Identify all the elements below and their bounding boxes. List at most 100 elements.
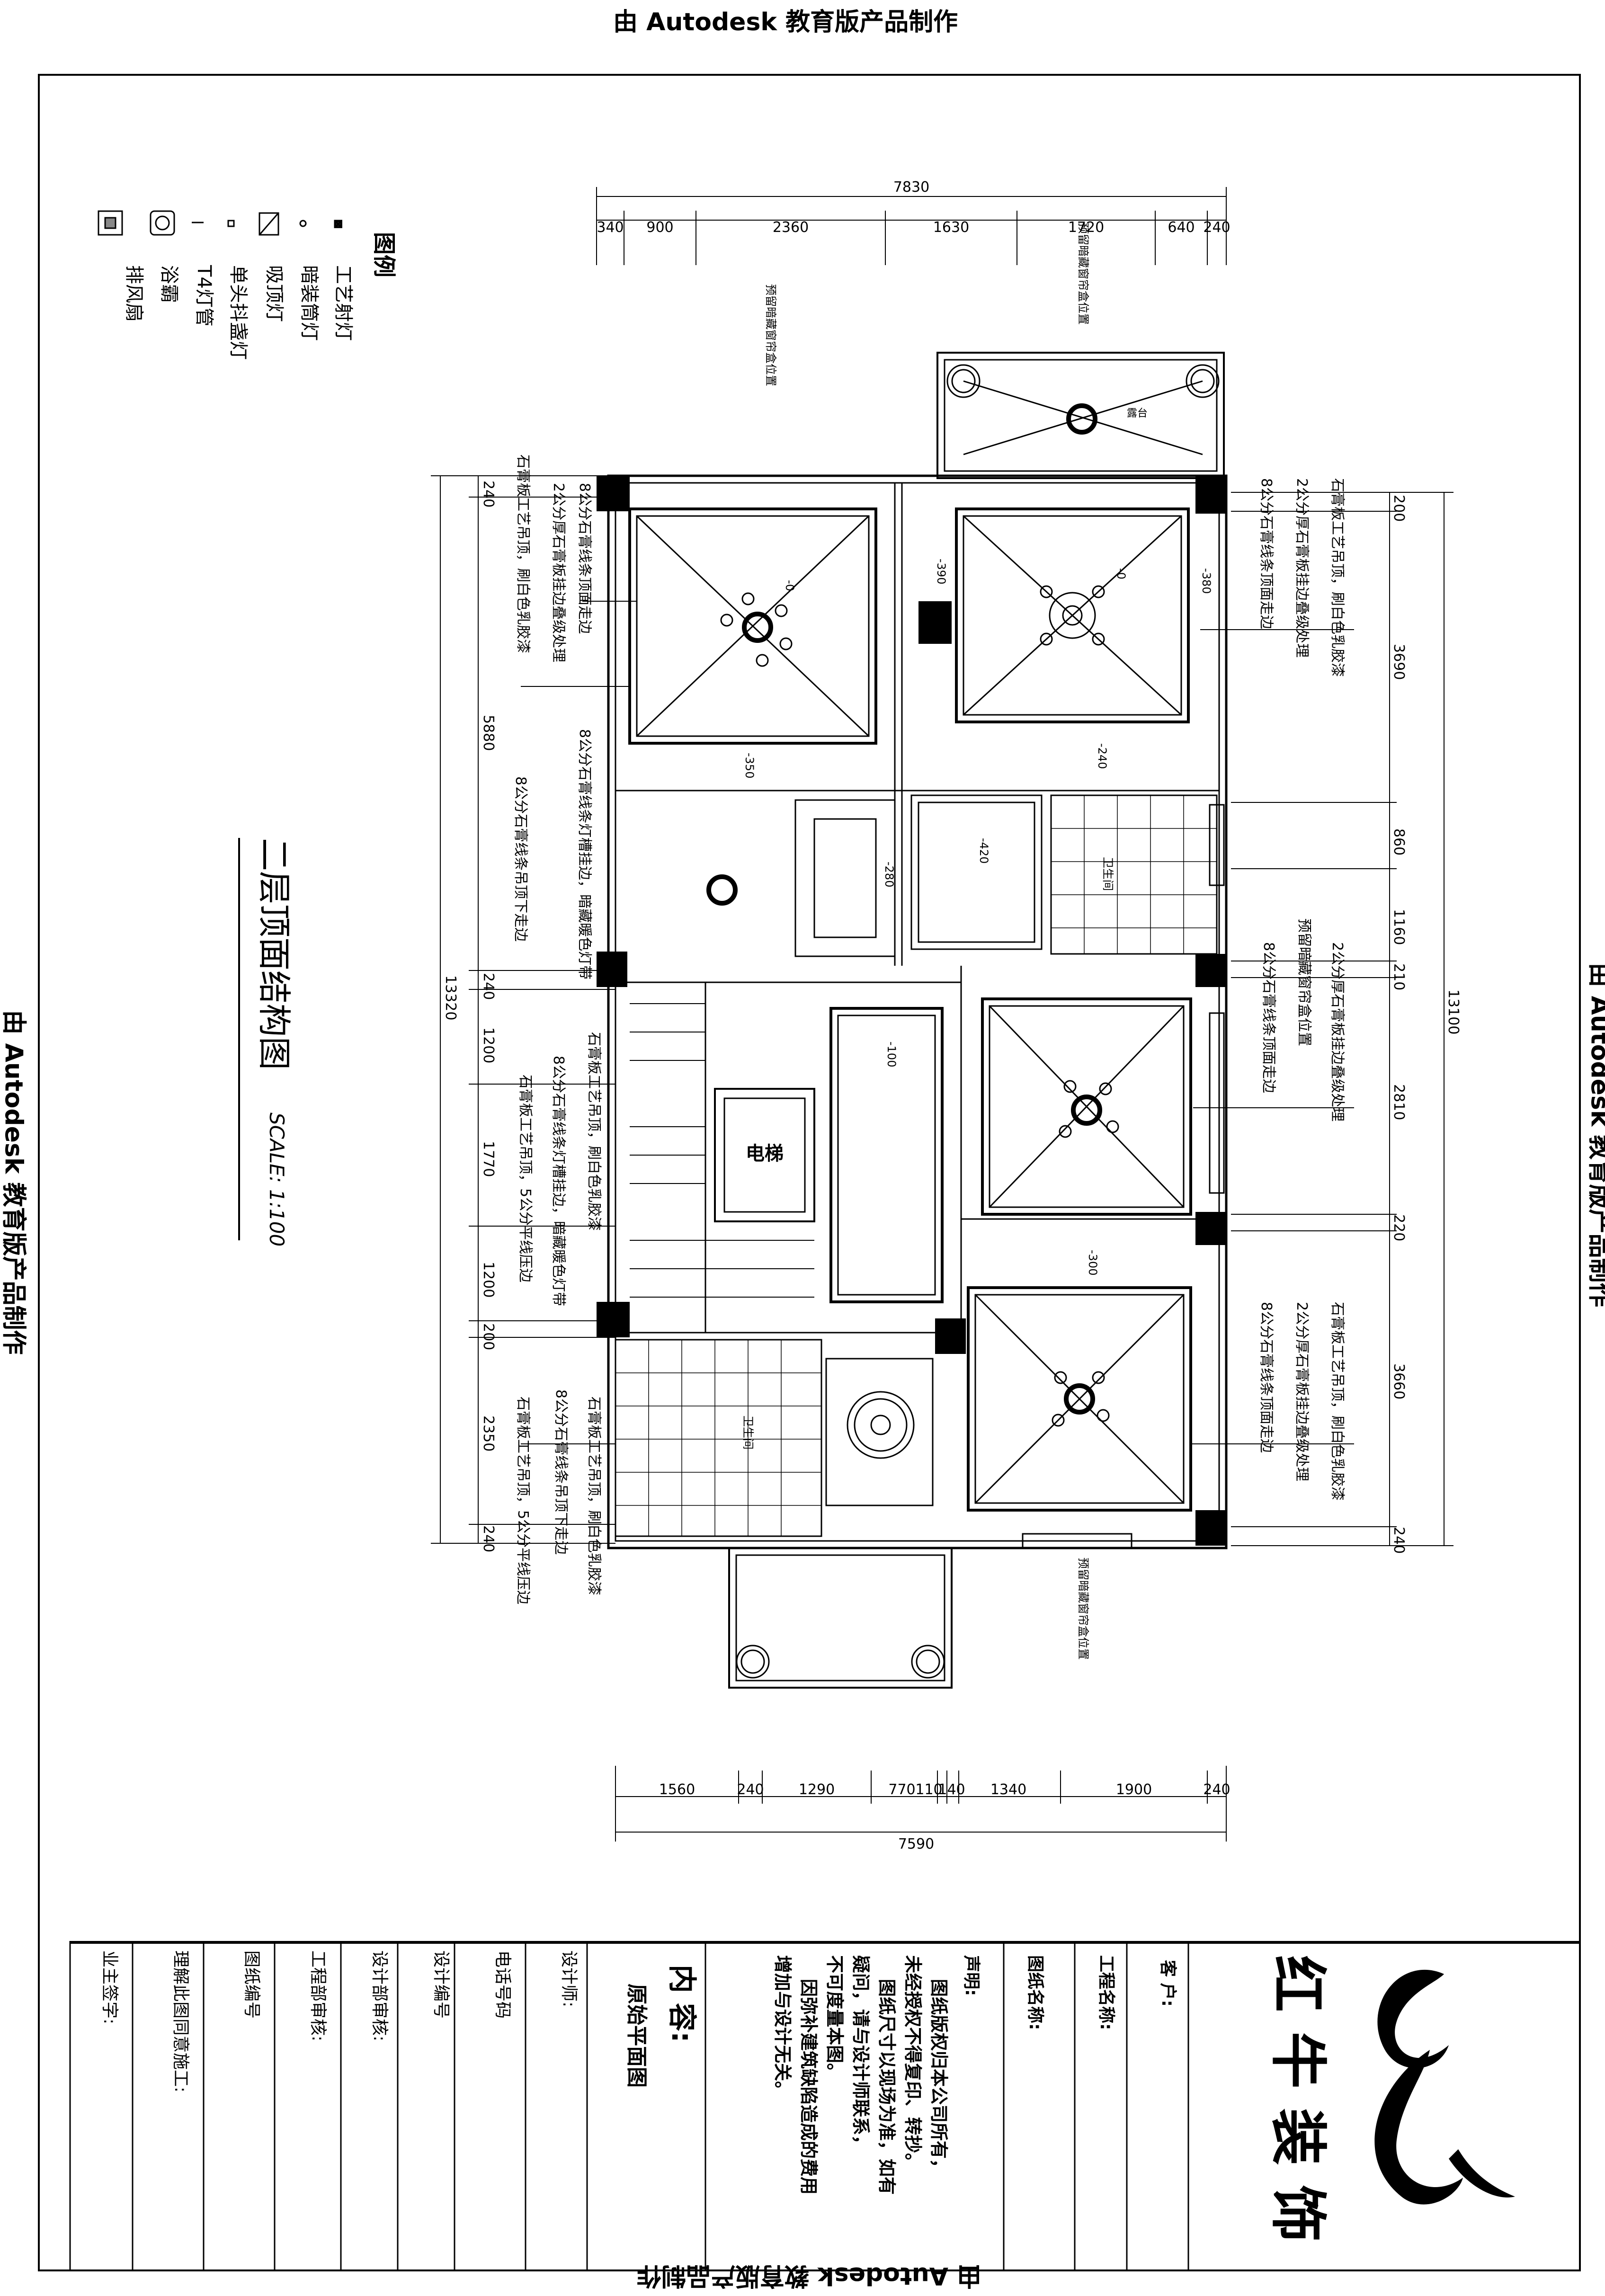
title-block-text: 红 牛 装 饰 客 户: 工程名称: 图纸名称: 声明: 图纸版权归本公司所有，… xyxy=(100,1950,1330,2242)
dim-top-6: 240 xyxy=(1203,219,1230,236)
drawing-no-label: 图纸编号 xyxy=(242,1950,261,2019)
drawing-name-label: 图纸名称: xyxy=(1025,1955,1045,2030)
note-right-3: 预留暗藏窗帘盒位置 xyxy=(1296,918,1312,1046)
dim-right-3: 1160 xyxy=(1391,909,1407,945)
note-right-1: 2公分厚石膏板挂边叠级处理 xyxy=(1293,478,1310,658)
declaration-1: 未经授权不得复印、转抄。 xyxy=(902,1955,923,2171)
project-label: 工程名称: xyxy=(1097,1955,1116,2030)
notes-left: 8公分石膏线条顶面走边 2公分厚石膏板挂边叠级处理 石膏板工艺吊顶，刷白色乳胶漆… xyxy=(512,454,602,1604)
note-left-2: 石膏板工艺吊顶，刷白色乳胶漆 xyxy=(515,454,531,653)
curtain-top-right: 预留暗藏窗帘盒位置 xyxy=(1077,222,1090,325)
note-left-5: 石膏板工艺吊顶，刷白色乳胶漆 xyxy=(586,1032,602,1231)
declaration-4: 不可度量本图。 xyxy=(824,1955,845,2081)
legend: 图例 工艺射灯 暗装筒灯 吸顶灯 单头抖盏灯 T4灯管 浴霸 排风扇 ⊠ xyxy=(98,210,397,360)
bath-heater-icon xyxy=(150,210,175,236)
dimension-top xyxy=(596,187,1227,265)
dim-left-2: 240 xyxy=(480,973,497,1000)
dim-bottom-2: 1290 xyxy=(799,1781,835,1798)
legend-item-ceiling-lamp: 吸顶灯 xyxy=(263,265,285,322)
dim-top-1: 900 xyxy=(646,219,673,236)
outer-frame xyxy=(38,74,1581,2271)
plan-annotations: 卫生间 卫生间 预留暗藏窗帘盒位置 预留暗藏窗帘盒位置 预留暗藏窗帘盒位置 -0… xyxy=(741,222,1213,1660)
client-label: 客 户: xyxy=(1158,1960,1177,2007)
dim-top-4: 1720 xyxy=(1068,219,1104,236)
level-label-2: -350 xyxy=(743,753,756,778)
dim-top-3: 1630 xyxy=(933,219,969,236)
eng-review-label: 工程部审核: xyxy=(308,1950,328,2041)
dim-left-8: 240 xyxy=(480,1525,497,1552)
plan-scale: SCALE: 1:100 xyxy=(265,1112,288,1246)
exhaust-fan-icon xyxy=(98,210,123,236)
dim-right-1: 3690 xyxy=(1391,644,1407,680)
dim-left-7: 2350 xyxy=(480,1415,497,1451)
dim-left-3: 1200 xyxy=(480,1027,497,1063)
note-left-1: 2公分厚石膏板挂边叠级处理 xyxy=(550,483,567,662)
bathroom-bottom-label: 卫生间 xyxy=(741,1415,755,1450)
owner-sign-label: 业主签字: xyxy=(100,1950,119,2024)
content-label: 内 容: xyxy=(665,1965,698,2043)
dim-right-5: 2810 xyxy=(1391,1084,1407,1120)
note-left-0: 8公分石膏线条顶面走边 xyxy=(576,483,593,634)
dept-review-label: 设计部审核: xyxy=(370,1950,389,2041)
declaration-6: 增加与设计无关。 xyxy=(772,1955,793,2099)
dim-bottom-total: 7590 xyxy=(898,1836,934,1852)
dim-top-0: 340 xyxy=(597,219,624,236)
dimension-bottom xyxy=(615,1766,1227,1842)
dim-right-6: 220 xyxy=(1391,1214,1407,1241)
dim-bottom-3: 770 xyxy=(888,1781,915,1798)
dim-bottom-8: 240 xyxy=(1203,1781,1230,1798)
downlight-icon xyxy=(299,220,307,227)
note-right-4: 2公分厚石膏板挂边叠级处理 xyxy=(1329,942,1346,1121)
dim-right-4: 210 xyxy=(1391,963,1407,990)
dim-left-total: 13320 xyxy=(442,975,459,1020)
dim-left-4: 1770 xyxy=(480,1141,497,1177)
dim-bottom-7: 1900 xyxy=(1116,1781,1152,1798)
dim-right-8: 240 xyxy=(1391,1527,1407,1554)
level-label-7: -390 xyxy=(935,559,948,584)
note-left-8: 8公分石膏线条吊顶下走边 xyxy=(553,1389,569,1555)
plan-title: 二层顶面结构图 xyxy=(255,838,294,1070)
dim-right-7: 3660 xyxy=(1391,1363,1407,1399)
declaration-title: 声明: xyxy=(962,1955,981,1996)
dim-right-2: 860 xyxy=(1391,828,1407,855)
dim-bottom-5: 140 xyxy=(938,1781,965,1798)
note-left-6: 8公分石膏线条灯槽挂边，暗藏暖色灯带 xyxy=(550,1056,567,1306)
note-right-7: 2公分厚石膏板挂边叠级处理 xyxy=(1293,1302,1310,1481)
dim-top-2: 2360 xyxy=(773,219,809,236)
declaration-2: 图纸尺寸以现场为准，如有 xyxy=(876,1979,897,2195)
dim-left-6: 200 xyxy=(480,1323,497,1350)
dim-right-total: 13100 xyxy=(1445,989,1462,1034)
note-left-3: 8公分石膏线条灯槽挂边，暗藏暖色灯带 xyxy=(576,729,593,979)
note-left-7: 石膏板工艺吊顶，5公分平线压边 xyxy=(517,1075,534,1282)
elevator-label: 电梯 xyxy=(746,1143,784,1165)
declaration-5: 因弥补建筑缺陷造成的费用 xyxy=(798,1979,819,2195)
dim-bottom-0: 1560 xyxy=(659,1781,695,1798)
watermark-top: 由 Autodesk 教育版产品制作 xyxy=(613,8,958,36)
note-left-4: 8公分石膏线条吊顶下走边 xyxy=(512,776,529,942)
dim-left-1: 5880 xyxy=(480,715,497,751)
floor-plan: 露台 xyxy=(597,352,1228,1689)
dim-bottom-1: 240 xyxy=(737,1781,764,1798)
note-right-6: 8公分石膏线条顶面走边 xyxy=(1258,1302,1275,1453)
dimension-left xyxy=(431,475,615,1544)
dim-right-0: 200 xyxy=(1391,495,1407,522)
dim-left-5: 1200 xyxy=(480,1262,497,1298)
legend-title: 图例 xyxy=(371,232,397,277)
level-label-1: -0 xyxy=(1115,568,1128,579)
note-right-5: 8公分石膏线条顶面走边 xyxy=(1260,942,1277,1093)
title-block-top-line xyxy=(70,1941,1580,1944)
legend-item-single-lamp: 单头抖盏灯 xyxy=(227,265,249,360)
note-left-10: 石膏板工艺吊顶，5公分平线压边 xyxy=(515,1397,531,1604)
curtain-top-left: 预留暗藏窗帘盒位置 xyxy=(764,284,777,386)
balcony-label: 露台 xyxy=(1127,408,1148,419)
legend-item-downlight: 暗装筒灯 xyxy=(298,265,320,341)
designer-label: 设计师: xyxy=(559,1950,579,2007)
note-right-0: 8公分石膏线条顶面走边 xyxy=(1258,478,1275,629)
dim-top-total: 7830 xyxy=(893,179,929,196)
declaration-0: 图纸版权归本公司所有， xyxy=(928,1979,949,2177)
note-right-8: 石膏板工艺吊顶，刷白色乳胶漆 xyxy=(1329,1302,1346,1501)
notes-right: 8公分石膏线条顶面走边 2公分厚石膏板挂边叠级处理 石膏板工艺吊顶，刷白色乳胶漆… xyxy=(1258,478,1346,1501)
spotlight-icon: ⊠ xyxy=(334,218,342,230)
curtain-bottom: 预留暗藏窗帘盒位置 xyxy=(1077,1557,1090,1660)
